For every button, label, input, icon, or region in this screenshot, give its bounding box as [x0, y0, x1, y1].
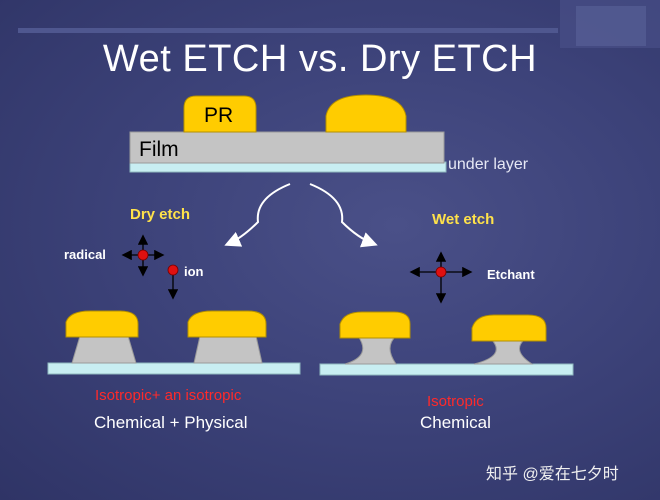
pr-block-left	[183, 95, 257, 133]
wet-profile-type: Isotropic	[427, 393, 484, 410]
arrow-to-wet	[309, 183, 378, 248]
title-bar-decoration	[18, 28, 558, 33]
wet-film-left	[344, 335, 398, 365]
pr-block-right	[325, 94, 407, 133]
film-layer	[129, 131, 445, 164]
radical-label: radical	[64, 247, 106, 262]
dry-film-right	[193, 335, 263, 364]
radical-particle	[137, 249, 149, 261]
arrow-to-dry	[224, 183, 291, 247]
film-label: Film	[139, 138, 179, 161]
dry-profile-type: Isotropic+ an isotropic	[95, 387, 242, 404]
dry-under-layer	[47, 362, 301, 375]
wet-under-layer	[319, 363, 574, 376]
wet-pr-right	[471, 314, 547, 342]
watermark: 知乎 @爱在七夕时	[486, 466, 619, 483]
etchant-label: Etchant	[487, 267, 535, 282]
ion-label: ion	[184, 264, 204, 279]
dry-pr-left	[65, 310, 139, 338]
under-layer-label: under layer	[448, 156, 529, 173]
dry-etch-heading: Dry etch	[130, 206, 191, 223]
slide-title: Wet ETCH vs. Dry ETCH	[102, 38, 538, 80]
dry-profile-mechanism: Chemical + Physical	[94, 413, 248, 432]
dry-film-left	[71, 335, 137, 364]
wet-pr-left	[339, 311, 411, 339]
corner-decoration-inner	[576, 6, 646, 46]
etchant-particle	[435, 266, 447, 278]
ion-particle	[167, 264, 179, 276]
wet-profile-mechanism: Chemical	[420, 413, 491, 432]
wet-etch-heading: Wet etch	[432, 211, 495, 228]
pr-label: PR	[204, 104, 234, 127]
dry-pr-right	[187, 310, 267, 338]
wet-film-right	[473, 339, 534, 365]
